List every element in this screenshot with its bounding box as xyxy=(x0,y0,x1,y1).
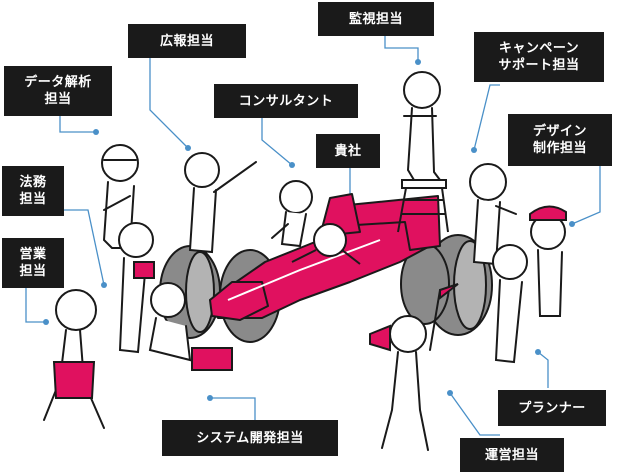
person-campaign xyxy=(469,163,517,266)
label-pr-text: 広報担当 xyxy=(159,33,214,49)
connector-dot xyxy=(415,59,421,65)
person-design xyxy=(529,205,567,317)
connector-system-dev xyxy=(210,397,256,420)
person-sales xyxy=(43,289,105,429)
label-pr: 広報担当 xyxy=(128,24,246,58)
connector-dot xyxy=(185,145,191,151)
label-sales-line-1: 営業 xyxy=(19,247,47,262)
label-client: 貴社 xyxy=(316,134,380,168)
wheel-rear-left-rim xyxy=(185,251,215,333)
label-monitoring-text: 監視担当 xyxy=(348,11,403,27)
label-design-line-1: デザイン xyxy=(532,124,587,139)
label-data-analysis: データ解析 担当 xyxy=(4,66,112,116)
connector-dot xyxy=(101,282,107,288)
label-consultant: コンサルタント xyxy=(214,84,358,118)
label-operations: 運営担当 xyxy=(460,438,564,472)
label-data-analysis-line-2: 担当 xyxy=(44,92,72,107)
label-planner-text: プランナー xyxy=(518,400,586,416)
label-system-dev-text: システム開発担当 xyxy=(196,430,304,446)
connector-lines xyxy=(25,35,601,436)
label-legal-line-2: 担当 xyxy=(19,192,47,207)
connector-design xyxy=(571,165,601,225)
person-monitoring xyxy=(403,71,441,181)
connector-pr xyxy=(149,58,189,149)
label-system-dev: システム開発担当 xyxy=(162,420,338,456)
person-operations xyxy=(369,283,459,451)
label-campaign-line-2: サポート担当 xyxy=(498,58,580,73)
connector-sales xyxy=(25,288,46,323)
connector-consultant xyxy=(261,115,293,166)
connector-dot xyxy=(535,349,541,355)
label-sales-line-2: 担当 xyxy=(19,264,47,279)
label-monitoring: 監視担当 xyxy=(318,2,434,36)
label-design-line-2: 制作担当 xyxy=(532,141,587,156)
connector-campaign xyxy=(473,84,500,151)
label-sales: 営業 担当 xyxy=(2,238,64,288)
label-legal-line-1: 法務 xyxy=(19,175,47,190)
connector-planner xyxy=(537,351,549,388)
driver-head xyxy=(313,223,347,257)
label-design: デザイン 制作担当 xyxy=(508,114,612,166)
person-consultant xyxy=(271,180,313,248)
connector-dot xyxy=(93,129,99,135)
driver-arm xyxy=(291,249,361,265)
label-client-text: 貴社 xyxy=(334,143,362,159)
person-system-dev xyxy=(148,282,233,371)
person-pr xyxy=(184,152,257,254)
label-campaign: キャンペーン サポート担当 xyxy=(474,32,604,82)
label-campaign-line-1: キャンペーン xyxy=(498,41,580,56)
person-legal xyxy=(118,222,155,354)
connector-monitoring xyxy=(384,35,419,62)
connector-dot xyxy=(289,162,295,168)
people xyxy=(43,71,567,451)
car-nose xyxy=(209,281,269,321)
connector-operations xyxy=(449,392,500,436)
connector-dot xyxy=(43,319,49,325)
person-planner xyxy=(492,244,528,364)
connector-dot xyxy=(471,147,477,153)
label-planner: プランナー xyxy=(498,390,606,426)
connector-dot xyxy=(207,395,213,401)
label-legal: 法務 担当 xyxy=(2,166,64,216)
label-consultant-text: コンサルタント xyxy=(238,93,334,109)
car-stripe xyxy=(227,239,381,301)
label-operations-text: 運営担当 xyxy=(484,447,539,463)
monitor-stand xyxy=(397,179,449,233)
label-data-analysis-line-1: データ解析 xyxy=(24,75,92,90)
connector-dot xyxy=(569,221,575,227)
connector-dot xyxy=(447,390,453,396)
connector-data-analysis xyxy=(59,115,96,133)
